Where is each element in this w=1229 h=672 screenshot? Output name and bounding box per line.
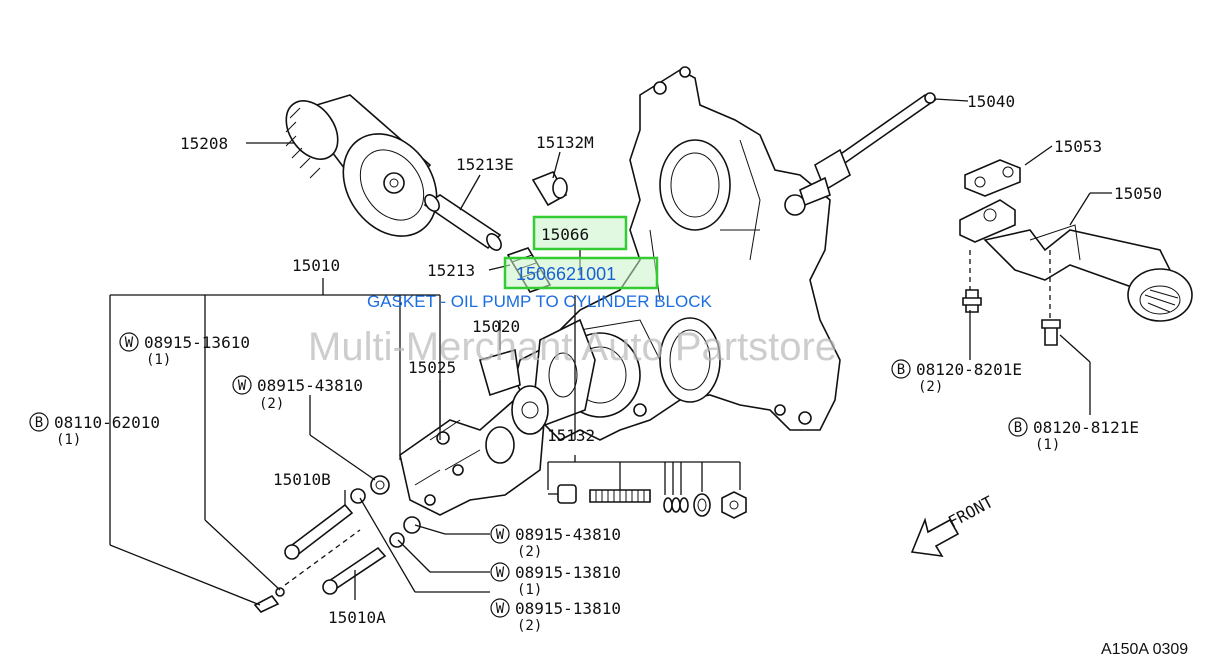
callout-qty: (2) — [259, 396, 284, 412]
dipstick-drawing[interactable] — [799, 92, 937, 207]
callout-qty: (2) — [517, 544, 542, 560]
washer-drawing[interactable] — [370, 475, 390, 495]
front-label: FRONT — [945, 492, 997, 532]
label-15132m[interactable]: 15132M — [536, 133, 594, 152]
strainer-bolt-drawing[interactable] — [962, 289, 1061, 346]
callout-code: 08915-13810 — [515, 563, 621, 582]
relief-valve-kit-drawing[interactable] — [548, 484, 747, 519]
callout-symbol: W — [496, 527, 505, 543]
oil-strainer-drawing[interactable] — [959, 199, 1193, 322]
label-15213[interactable]: 15213 — [427, 261, 475, 280]
callout-w-08915-13610[interactable]: W 08915-13610 (1) — [119, 332, 250, 368]
callout-b-08110-62010[interactable]: B 08110-62010 (1) — [29, 412, 160, 448]
callout-b-08120-8121e[interactable]: B 08120-8121E (1) — [1008, 417, 1139, 453]
callout-qty: (1) — [517, 582, 542, 598]
callout-code: 08915-13810 — [515, 599, 621, 618]
callout-w-08915-43810-b[interactable]: W 08915-43810 (2) — [490, 524, 621, 560]
small-bolt-drawing[interactable] — [253, 587, 285, 613]
label-15010[interactable]: 15010 — [292, 256, 340, 275]
label-15020[interactable]: 15020 — [472, 317, 520, 336]
callout-symbol: W — [125, 335, 134, 351]
bolt-15010a-drawing[interactable] — [322, 546, 387, 595]
callout-symbol: W — [238, 378, 247, 394]
oil-pump-drawing[interactable] — [399, 348, 549, 516]
callout-code: 08110-62010 — [54, 413, 160, 432]
callout-qty: (1) — [56, 432, 81, 448]
callout-symbol: B — [1014, 420, 1022, 436]
front-arrow: FRONT — [910, 492, 997, 558]
callout-code: 08915-13610 — [144, 333, 250, 352]
callout-b-08120-8201e[interactable]: B 08120-8201E (2) — [891, 359, 1022, 395]
strainer-gasket-drawing[interactable] — [964, 159, 1021, 197]
bolt-15010b-drawing[interactable] — [284, 503, 354, 560]
callout-qty: (1) — [1035, 437, 1060, 453]
callout-qty: (2) — [517, 618, 542, 634]
callout-code: 08120-8201E — [916, 360, 1022, 379]
washer-drawing[interactable] — [389, 532, 405, 548]
label-15010b[interactable]: 15010B — [273, 470, 331, 489]
callout-symbol: W — [496, 565, 505, 581]
highlight-part-label: 15066 — [541, 225, 589, 244]
highlight-part-number-box[interactable] — [503, 256, 659, 290]
connector-tube-drawing[interactable] — [422, 192, 504, 253]
callout-code: 08915-43810 — [257, 376, 363, 395]
label-15208[interactable]: 15208 — [180, 134, 228, 153]
part-description-tooltip: GASKET - OIL PUMP TO CYLINDER BLOCK — [367, 292, 712, 311]
label-15040[interactable]: 15040 — [967, 92, 1015, 111]
label-15050[interactable]: 15050 — [1114, 184, 1162, 203]
callout-symbol: W — [496, 601, 505, 617]
label-15010a[interactable]: 15010A — [328, 608, 386, 627]
washer-drawing[interactable] — [350, 488, 366, 504]
highlight-part-number: 1506621001 — [516, 264, 616, 284]
callout-w-08915-13810-a[interactable]: W 08915-13810 (1) — [490, 562, 621, 598]
label-15025[interactable]: 15025 — [408, 358, 456, 377]
watermark: Multi-Merchant Auto Partstore — [308, 325, 837, 369]
diagram-code: A150A 0309 — [1101, 641, 1188, 658]
callout-w-08915-43810-a[interactable]: W 08915-43810 (2) — [232, 375, 363, 412]
callout-w-08915-13810-b[interactable]: W 08915-13810 (2) — [490, 598, 621, 634]
callout-symbol: B — [897, 362, 905, 378]
bushing-drawing[interactable] — [531, 170, 568, 207]
callout-code: 08915-43810 — [515, 525, 621, 544]
callout-qty: (2) — [918, 379, 943, 395]
oil-filter-drawing[interactable] — [276, 91, 456, 254]
callout-qty: (1) — [146, 352, 171, 368]
callout-symbol: B — [35, 415, 43, 431]
callout-code: 08120-8121E — [1033, 418, 1139, 437]
highlight-part-box[interactable] — [532, 215, 628, 251]
washer-drawing[interactable] — [403, 516, 421, 534]
label-15053[interactable]: 15053 — [1054, 137, 1102, 156]
leader-lines — [109, 98, 1112, 606]
label-15213e[interactable]: 15213E — [456, 155, 514, 174]
label-15132[interactable]: 15132 — [547, 426, 595, 445]
